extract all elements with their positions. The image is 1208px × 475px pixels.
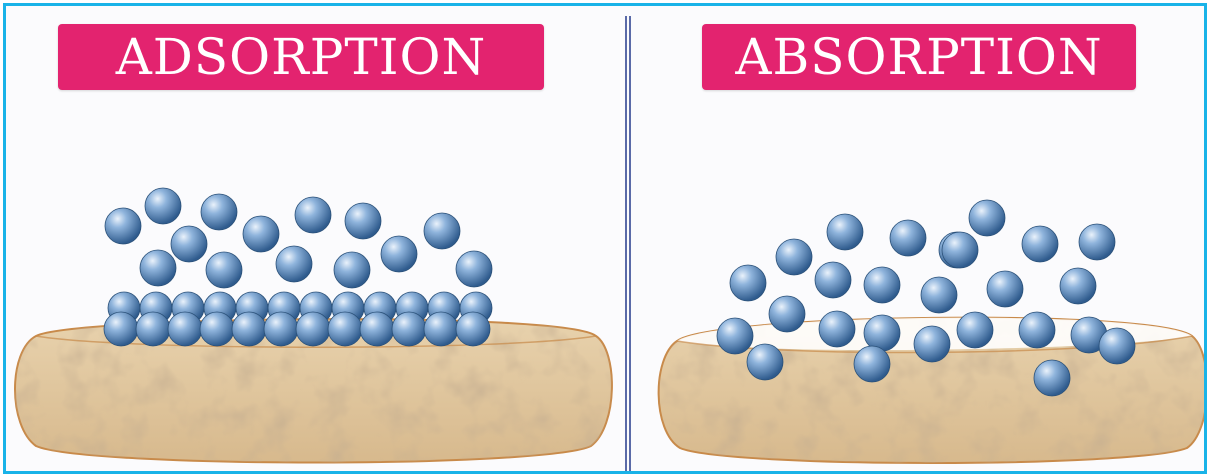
molecule (1019, 312, 1055, 348)
molecule (819, 311, 855, 347)
molecule (1060, 268, 1096, 304)
molecule (921, 277, 957, 313)
molecule (827, 214, 863, 250)
molecule (969, 200, 1005, 236)
molecule (456, 312, 490, 346)
panel-divider (625, 16, 631, 471)
molecule (136, 312, 170, 346)
molecule (243, 216, 279, 252)
molecule (295, 197, 331, 233)
molecule (776, 239, 812, 275)
free-molecules-left (105, 188, 492, 288)
molecule (815, 262, 851, 298)
figure-frame: ADSORPTION (3, 3, 1207, 474)
molecule (140, 250, 176, 286)
molecule (769, 296, 805, 332)
molecule (890, 220, 926, 256)
molecule (171, 226, 207, 262)
molecule (424, 213, 460, 249)
molecule (864, 267, 900, 303)
molecule (360, 312, 394, 346)
molecule (104, 312, 138, 346)
absorption-title: ABSORPTION (735, 32, 1102, 82)
adsorption-title-box: ADSORPTION (58, 24, 544, 90)
molecule (730, 265, 766, 301)
molecule (1079, 224, 1115, 260)
molecule (296, 312, 330, 346)
molecule (200, 312, 234, 346)
molecule (145, 188, 181, 224)
molecule (392, 312, 426, 346)
molecule (381, 236, 417, 272)
molecule (717, 318, 753, 354)
molecule (854, 346, 890, 382)
molecule (345, 203, 381, 239)
molecule (334, 252, 370, 288)
molecule (232, 312, 266, 346)
molecule (276, 246, 312, 282)
molecule (957, 312, 993, 348)
molecule (424, 312, 458, 346)
molecule (987, 271, 1023, 307)
molecule (864, 315, 900, 351)
adsorption-title: ADSORPTION (116, 32, 487, 82)
molecule (168, 312, 202, 346)
molecule (942, 232, 978, 268)
molecule (1034, 360, 1070, 396)
molecule (914, 326, 950, 362)
molecule (1099, 328, 1135, 364)
absorption-panel: ABSORPTION (632, 6, 1204, 471)
adsorption-panel: ADSORPTION (6, 6, 624, 471)
molecule (206, 252, 242, 288)
molecule (264, 312, 298, 346)
molecule (747, 344, 783, 380)
molecule (201, 194, 237, 230)
molecule (1022, 226, 1058, 262)
molecule (456, 251, 492, 287)
molecule (328, 312, 362, 346)
absorption-title-box: ABSORPTION (702, 24, 1136, 90)
molecule (105, 208, 141, 244)
